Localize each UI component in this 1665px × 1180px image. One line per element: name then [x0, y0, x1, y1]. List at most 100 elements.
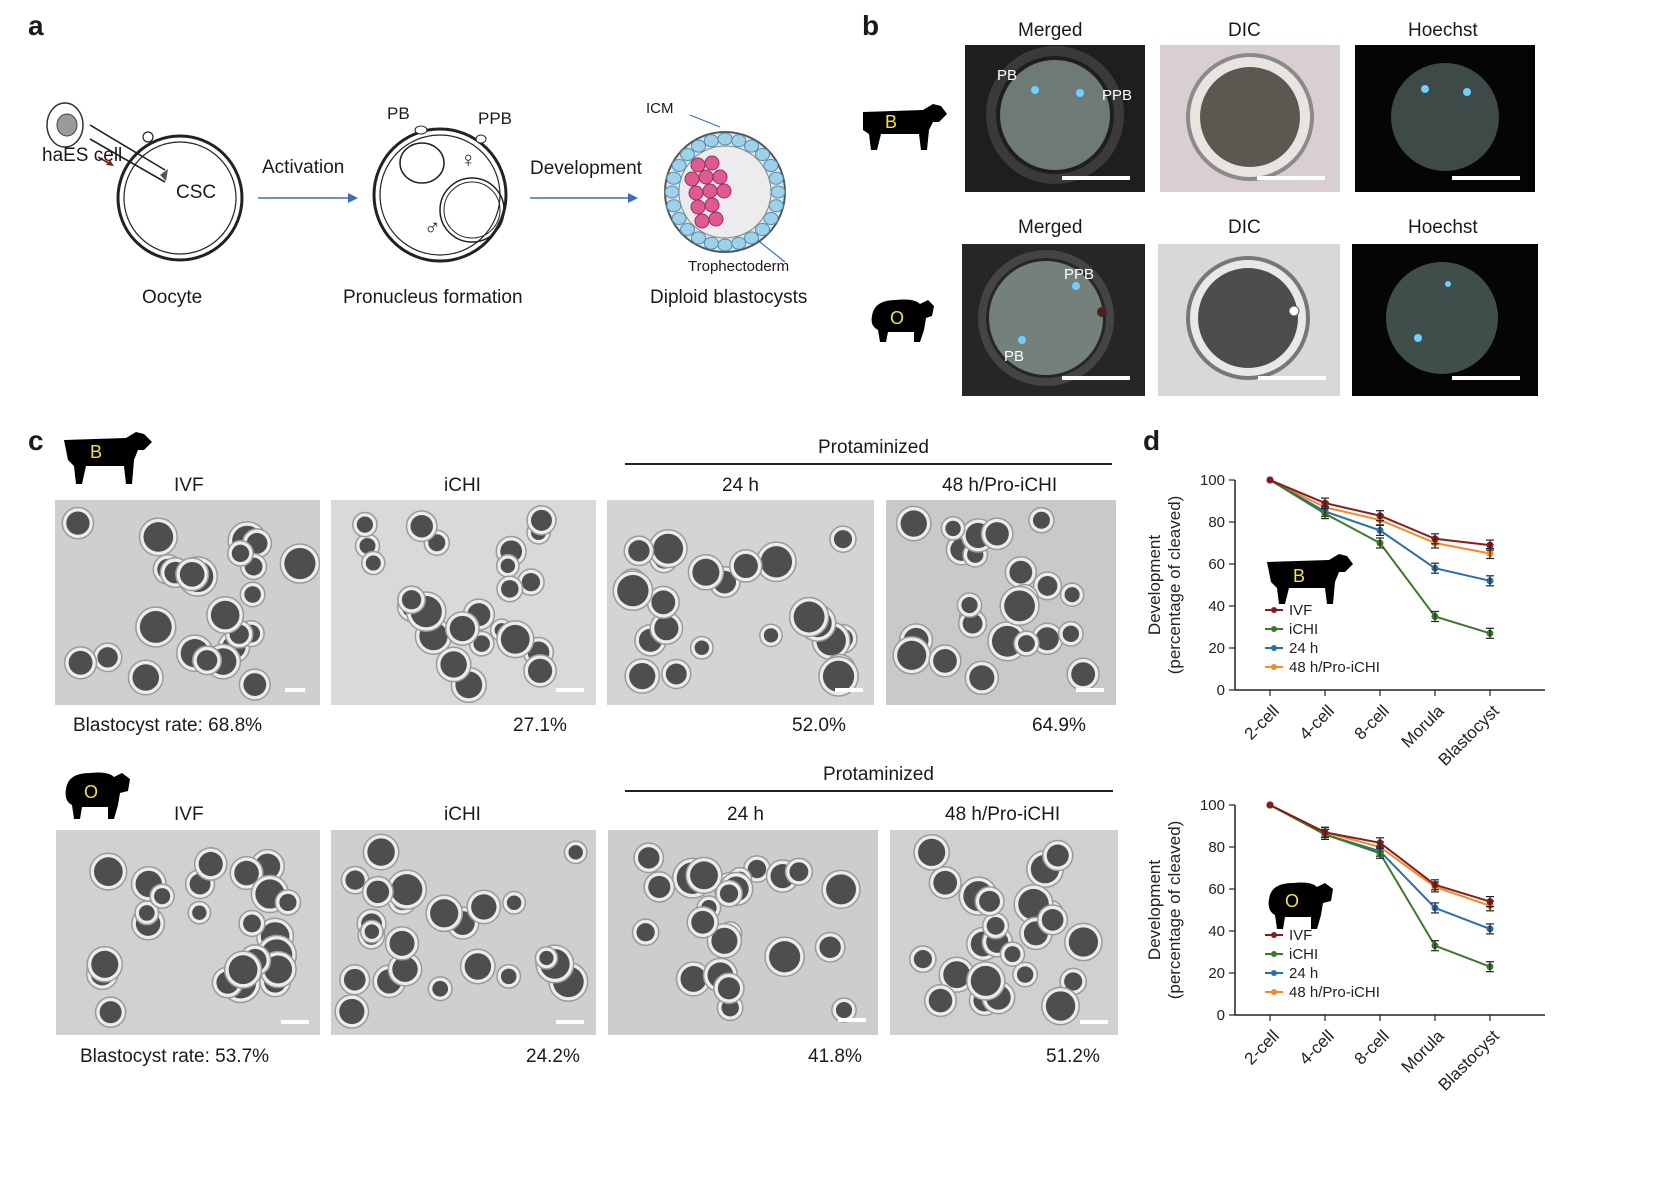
legend-marker [1271, 989, 1277, 995]
c-bovine-rate-ivf: Blastocyst rate: 68.8% [73, 715, 263, 736]
cow-icon: B [863, 104, 947, 150]
y-tick-label: 100 [1200, 797, 1225, 814]
c-bovine-col-48h: 48 h/Pro-iCHI [942, 475, 1058, 496]
sheep-c-species-label: O [84, 782, 98, 802]
trophectoderm-label: Trophectoderm [688, 258, 790, 275]
data-point [1266, 801, 1274, 809]
x-tick-label: 4-cell [1296, 701, 1338, 743]
y-tick-label: 0 [1217, 1007, 1225, 1024]
c-bovine-col-ichi: iCHI [444, 475, 481, 496]
legend-entry: iCHI [1289, 621, 1318, 638]
micrograph-b-merged-2: PPB PB [962, 244, 1145, 396]
scale-bar [556, 688, 584, 692]
pronucleus-label: Pronucleus formation [343, 287, 523, 308]
y-tick-label: 20 [1208, 640, 1225, 657]
y-tick-label: 100 [1200, 472, 1225, 489]
oocyte-label: Oocyte [142, 287, 203, 308]
c-ovine-rate-48h: 51.2% [1046, 1046, 1100, 1067]
legend-marker [1271, 951, 1277, 957]
scale-bar [838, 1018, 866, 1022]
legend-marker [1271, 645, 1277, 651]
y-axis-label: Development [1145, 860, 1164, 960]
scale-bar [556, 1020, 584, 1024]
pb-label-a: PB [387, 104, 410, 123]
y-axis-label: Development [1145, 535, 1164, 635]
legend-marker [1271, 970, 1277, 976]
c-bovine-col-24h: 24 h [722, 475, 759, 496]
icm-label: ICM [646, 100, 674, 117]
micrograph-c-bovine-ivf [55, 500, 320, 705]
scale-bar [1076, 688, 1104, 692]
c-bovine-rate-24h: 52.0% [792, 715, 846, 736]
sheep-species-label: O [890, 308, 904, 328]
micrograph-b-dic-2 [1158, 244, 1340, 396]
sheep-icon: O [871, 299, 934, 342]
sheep-icon-c: O [65, 772, 130, 819]
c-bovine-rate-48h: 64.9% [1032, 715, 1086, 736]
legend-entry: iCHI [1289, 946, 1318, 963]
col-merged-2: Merged [1018, 217, 1083, 238]
csc-label: CSC [176, 182, 217, 203]
ppb-label-b1: PPB [1102, 87, 1133, 104]
pb-label-b1: PB [997, 67, 1018, 84]
sheep-icon-d: O [1268, 882, 1333, 929]
micrograph-b-hoechst-1 [1355, 45, 1535, 192]
legend-entry: 24 h [1289, 640, 1318, 657]
x-tick-label: 4-cell [1296, 1026, 1338, 1068]
pb-label-b2: PB [1004, 348, 1025, 365]
panel-label-a: a [28, 10, 44, 41]
scale-bar [1062, 376, 1130, 380]
panel-label-d: d [1143, 425, 1161, 456]
haes-cell-label: haES cell [42, 145, 123, 166]
y-tick-label: 60 [1208, 556, 1225, 573]
micrograph-b-merged-1: PB PPB [965, 45, 1145, 192]
legend-marker [1271, 626, 1277, 632]
cow-icon-c: B [64, 432, 152, 484]
micrograph-c-bovine-ichi [331, 500, 596, 705]
haes-cell-icon [46, 102, 84, 148]
y-tick-label: 40 [1208, 923, 1225, 940]
x-tick-label: 2-cell [1241, 1026, 1283, 1068]
x-tick-label: 8-cell [1351, 1026, 1393, 1068]
c-ovine-rate-24h: 41.8% [808, 1046, 862, 1067]
scale-bar [1258, 376, 1326, 380]
development-label: Development [530, 158, 642, 179]
micrograph-c-bovine-48h [886, 500, 1116, 705]
data-point [1266, 476, 1274, 484]
ppb-label-b2: PPB [1064, 266, 1095, 283]
cow-icon-d: B [1267, 554, 1353, 604]
x-tick-label: 2-cell [1241, 701, 1283, 743]
y-axis-label: (percentage of cleaved) [1165, 496, 1184, 675]
col-hoechst-1: Hoechst [1408, 20, 1478, 41]
micrograph-c-ovine-ichi [331, 830, 596, 1035]
svg-text:♂: ♂ [424, 215, 441, 240]
ppb-label-a: PPB [478, 109, 513, 128]
scale-bar [1080, 1020, 1108, 1024]
c-ovine-col-ichi: iCHI [444, 804, 481, 825]
y-axis-label: (percentage of cleaved) [1165, 821, 1184, 1000]
c-ovine-col-48h: 48 h/Pro-iCHI [945, 804, 1061, 825]
c-bovine-col-ivf: IVF [174, 475, 204, 496]
y-tick-label: 40 [1208, 598, 1225, 615]
y-tick-label: 80 [1208, 839, 1225, 856]
col-dic-1: DIC [1228, 20, 1261, 41]
species-label: B [1293, 566, 1305, 586]
scale-bar [281, 1020, 309, 1024]
scale-bar [835, 688, 863, 692]
micrograph-c-ovine-48h [890, 830, 1118, 1035]
col-dic-2: DIC [1228, 217, 1261, 238]
panel-label-c: c [28, 425, 44, 456]
protaminized-bracket-2 [625, 790, 1113, 792]
col-merged-1: Merged [1018, 20, 1083, 41]
legend-entry: IVF [1289, 927, 1312, 944]
cow-species-label: B [885, 112, 897, 132]
scale-bar [285, 688, 305, 692]
pronucleus-icon: ♀ ♂ [372, 125, 508, 263]
x-tick-label: Morula [1398, 701, 1449, 752]
legend-entry: 48 h/Pro-iCHI [1289, 659, 1380, 676]
c-ovine-col-ivf: IVF [174, 804, 204, 825]
legend-marker [1271, 607, 1277, 613]
legend-entry: IVF [1289, 602, 1312, 619]
